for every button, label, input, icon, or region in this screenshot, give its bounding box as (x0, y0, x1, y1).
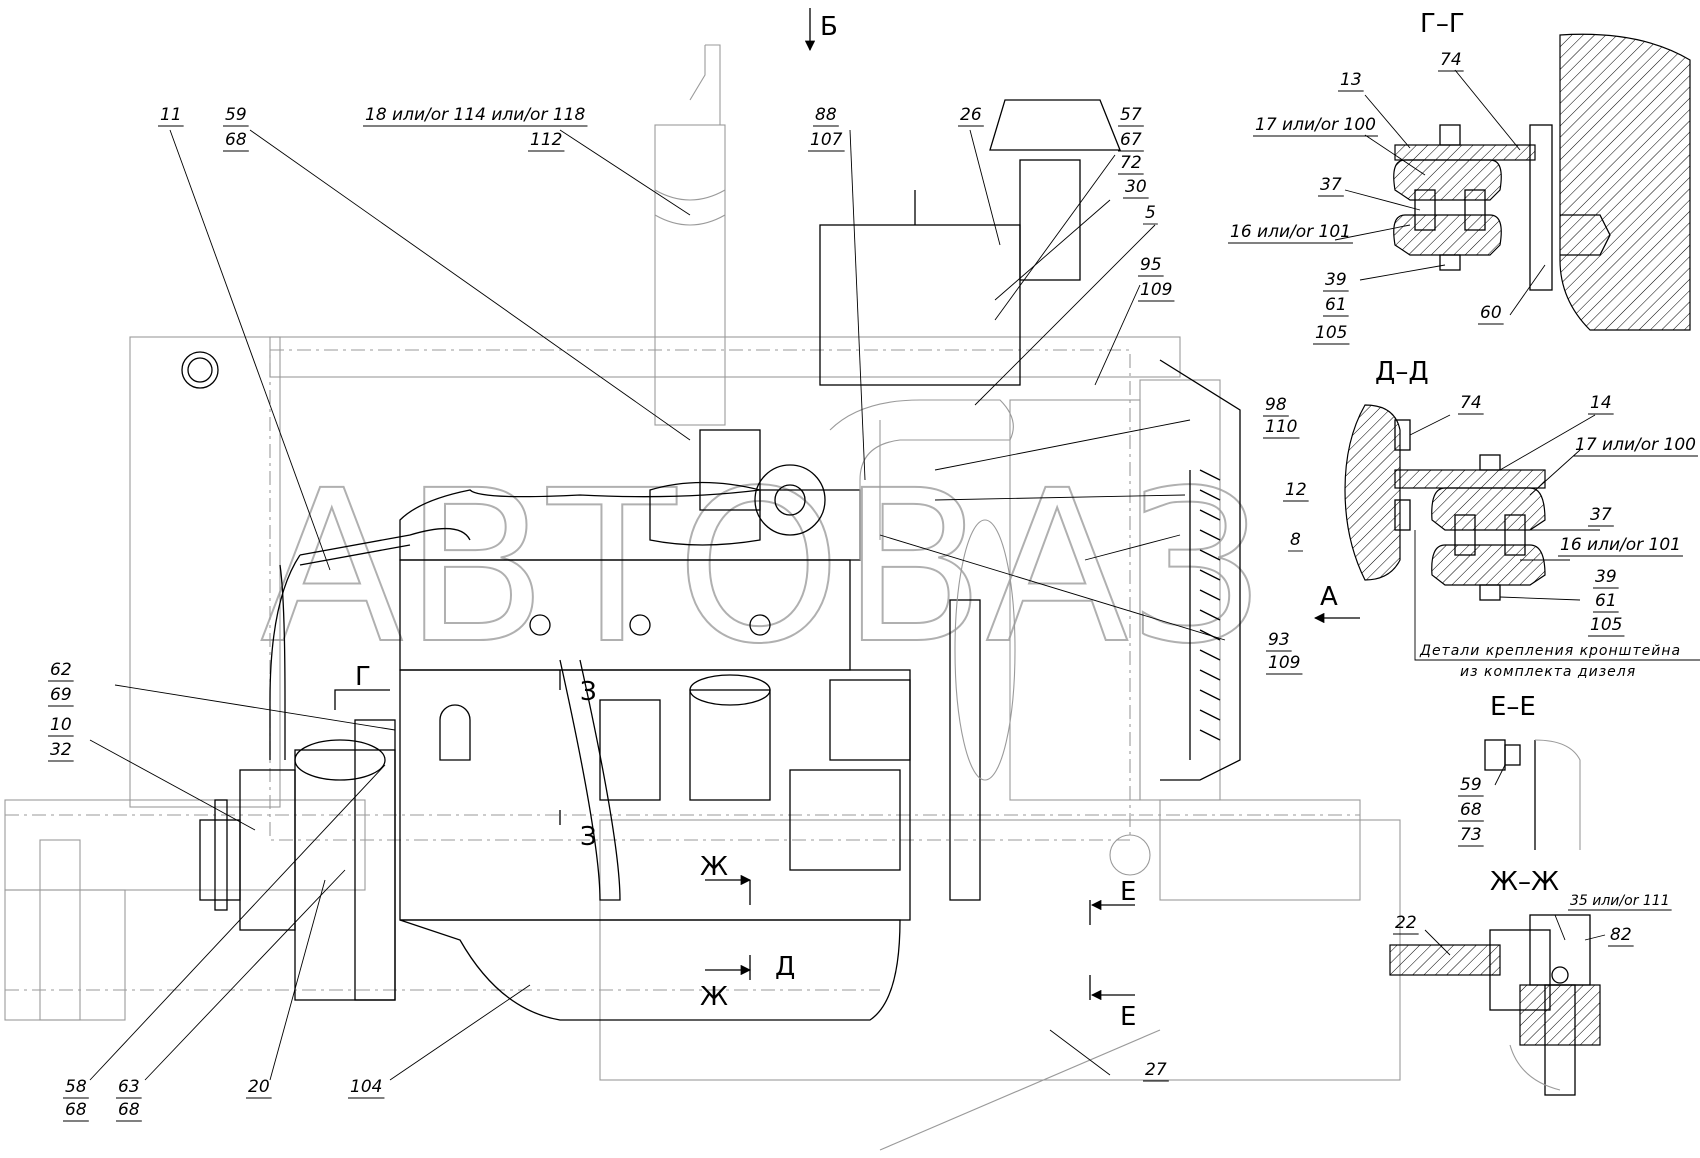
callout-8: 8 (1290, 530, 1301, 550)
dd-label-105: 105 (1590, 615, 1622, 635)
section-ee-title: Е–Е (1490, 692, 1536, 722)
callout-62: 62 (50, 660, 72, 680)
callout-72: 72 (1120, 153, 1142, 173)
callout-26: 26 (960, 105, 982, 125)
section-dd-title: Д–Д (1375, 357, 1429, 387)
gg-label-17: 17 или/or 100 (1255, 115, 1376, 135)
callout-110: 110 (1265, 417, 1297, 437)
callout-112: 112 (530, 130, 562, 150)
exhaust-pipe (654, 44, 726, 426)
callout-109b: 109 (1268, 653, 1300, 673)
callout-5: 5 (1145, 203, 1156, 223)
ee-label-73: 73 (1460, 825, 1482, 845)
callout-12: 12 (1285, 480, 1307, 500)
ee-label-68: 68 (1460, 800, 1482, 820)
callout-98: 98 (1265, 395, 1287, 415)
section-ee: Е–Е 59 68 73 (1458, 692, 1581, 850)
gg-label-13: 13 (1340, 70, 1362, 90)
ee-label-59: 59 (1460, 775, 1482, 795)
callout-95: 95 (1140, 255, 1162, 275)
section-mark-e-top: Е (1120, 877, 1136, 907)
section-mark-d: Д (775, 952, 795, 982)
gg-label-105: 105 (1315, 323, 1347, 343)
callout-107: 107 (810, 130, 843, 150)
callout-59: 59 (225, 105, 247, 125)
zhzh-label-82: 82 (1610, 925, 1632, 945)
gg-label-37: 37 (1320, 175, 1342, 195)
section-mark-zh-bottom: Ж (700, 982, 728, 1012)
view-mark-b: Б (820, 12, 838, 42)
callout-93: 93 (1268, 630, 1290, 650)
section-mark-z-bottom: З (580, 822, 597, 852)
dd-label-17: 17 или/or 100 (1575, 435, 1696, 455)
callout-88: 88 (815, 105, 837, 125)
callout-104: 104 (350, 1077, 382, 1097)
dd-label-61: 61 (1595, 591, 1617, 611)
callout-63: 63 (118, 1077, 140, 1097)
gg-label-39: 39 (1325, 270, 1347, 290)
callout-11: 11 (160, 105, 182, 125)
callouts-main: 11 59 68 18 или/or 114 или/or 118 112 88… (48, 105, 1309, 1122)
engine-block (399, 489, 911, 1021)
radiator (949, 359, 1241, 901)
callout-20: 20 (248, 1077, 270, 1097)
gg-label-74: 74 (1440, 50, 1462, 70)
callout-27: 27 (1145, 1060, 1167, 1080)
zhzh-label-35: 35 или/or 111 (1570, 893, 1670, 909)
callout-68a: 68 (65, 1100, 87, 1120)
callout-30: 30 (1125, 177, 1147, 197)
dd-label-16: 16 или/or 101 (1560, 535, 1681, 555)
dd-note-line1: Детали крепления кронштейна (1419, 643, 1681, 659)
gg-label-16: 16 или/or 101 (1230, 222, 1351, 242)
callout-58: 58 (65, 1077, 87, 1097)
watermark: АВТОВАЗ (260, 445, 1264, 690)
callout-18: 18 или/or 114 или/or 118 (365, 105, 585, 125)
gg-label-60: 60 (1480, 303, 1502, 323)
dd-label-14: 14 (1590, 393, 1612, 413)
section-marks: Б Г З З Ж Ж Д Е Е А (334, 8, 1360, 1032)
view-mark-a: А (1320, 582, 1338, 612)
callout-32: 32 (50, 740, 72, 760)
turbocharger (269, 399, 1014, 760)
section-zhzh-title: Ж–Ж (1490, 867, 1559, 897)
leader-lines (89, 129, 1226, 1081)
gg-label-61: 61 (1325, 295, 1347, 315)
zhzh-label-22: 22 (1395, 913, 1417, 933)
section-gg: Г–Г 13 74 17 или/or 100 37 16 или/or 101… (1228, 9, 1691, 345)
dd-label-39: 39 (1595, 567, 1617, 587)
callout-67: 67 (1120, 130, 1142, 150)
section-gg-title: Г–Г (1420, 9, 1465, 39)
section-dd: Д–Д 74 14 17 или/or 100 37 16 или/or 101… (1344, 357, 1700, 680)
callout-10: 10 (50, 715, 72, 735)
dd-label-74: 74 (1460, 393, 1482, 413)
callout-68: 68 (225, 130, 247, 150)
callout-109a: 109 (1140, 280, 1172, 300)
dd-note-line2: из комплекта дизеля (1460, 664, 1636, 680)
oil-pan-sump (181, 351, 219, 389)
flywheel-housing (199, 719, 396, 1001)
section-mark-e-bottom: Е (1120, 1002, 1136, 1032)
section-mark-z-top: З (580, 677, 597, 707)
section-mark-g: Г (355, 662, 371, 692)
dd-label-37: 37 (1590, 505, 1612, 525)
air-cleaner (819, 99, 1121, 386)
section-zhzh: Ж–Ж 35 или/or 111 22 82 (1389, 867, 1672, 1096)
section-mark-zh-top: Ж (700, 852, 728, 882)
callout-68b: 68 (118, 1100, 140, 1120)
callout-57: 57 (1120, 105, 1142, 125)
callout-69: 69 (50, 685, 72, 705)
